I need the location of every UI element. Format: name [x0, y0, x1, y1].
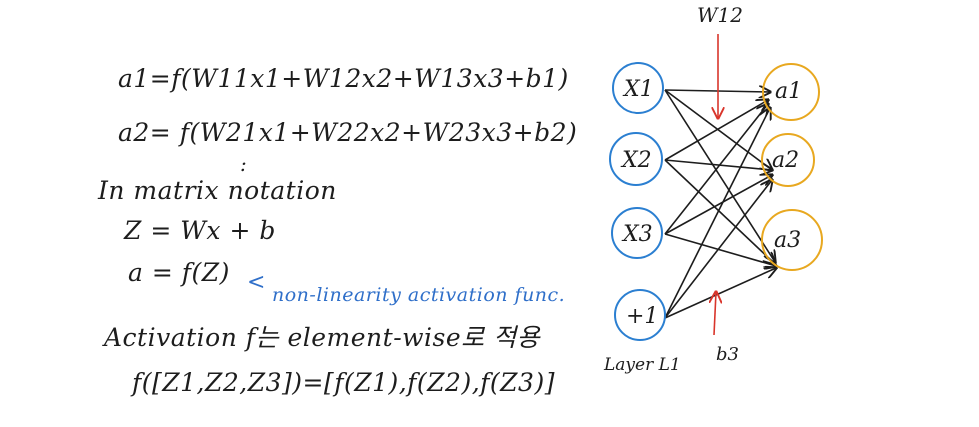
layer-label: Layer L1	[603, 355, 681, 375]
annotation-arrow: <	[247, 270, 266, 295]
input-label-x3: X3	[621, 222, 653, 247]
activation-line: Activation f는 element-wise로 적용	[104, 323, 541, 352]
output-label-a2: a2	[772, 148, 799, 173]
bias-label: b3	[716, 344, 739, 365]
matrix-heading: In matrix notation	[98, 176, 337, 205]
bias-arrow	[714, 292, 716, 336]
equation-elementwise: f([Z1,Z2,Z3])=[f(Z1),f(Z2),f(Z3)]	[132, 368, 555, 397]
equation-z: Z = Wx + b	[124, 216, 276, 245]
output-node-a1	[762, 63, 820, 121]
input-node-x2	[609, 132, 663, 186]
equation-a2: a2= f(W21x1+W22x2+W23x3+b2)	[118, 118, 578, 147]
input-label-x2: X2	[620, 148, 652, 173]
weight-label: W12	[697, 3, 743, 27]
output-label-a3: a3	[774, 228, 801, 253]
equation-a1: a1=f(W11x1+W12x2+W13x3+b1)	[118, 64, 569, 93]
activation-annotation: non-linearity activation func.	[272, 284, 566, 306]
input-node-x3	[611, 207, 663, 259]
equation-a: a = f(Z)	[128, 258, 230, 287]
input-label-bias: +1	[626, 304, 658, 329]
connections	[664, 90, 776, 319]
continuation-dots: :	[240, 152, 248, 176]
input-node-x1	[612, 62, 664, 114]
input-label-x1: X1	[622, 77, 654, 102]
output-label-a1: a1	[775, 79, 802, 104]
output-node-a3	[761, 209, 823, 271]
input-node-bias	[614, 289, 666, 341]
output-node-a2	[761, 133, 815, 187]
